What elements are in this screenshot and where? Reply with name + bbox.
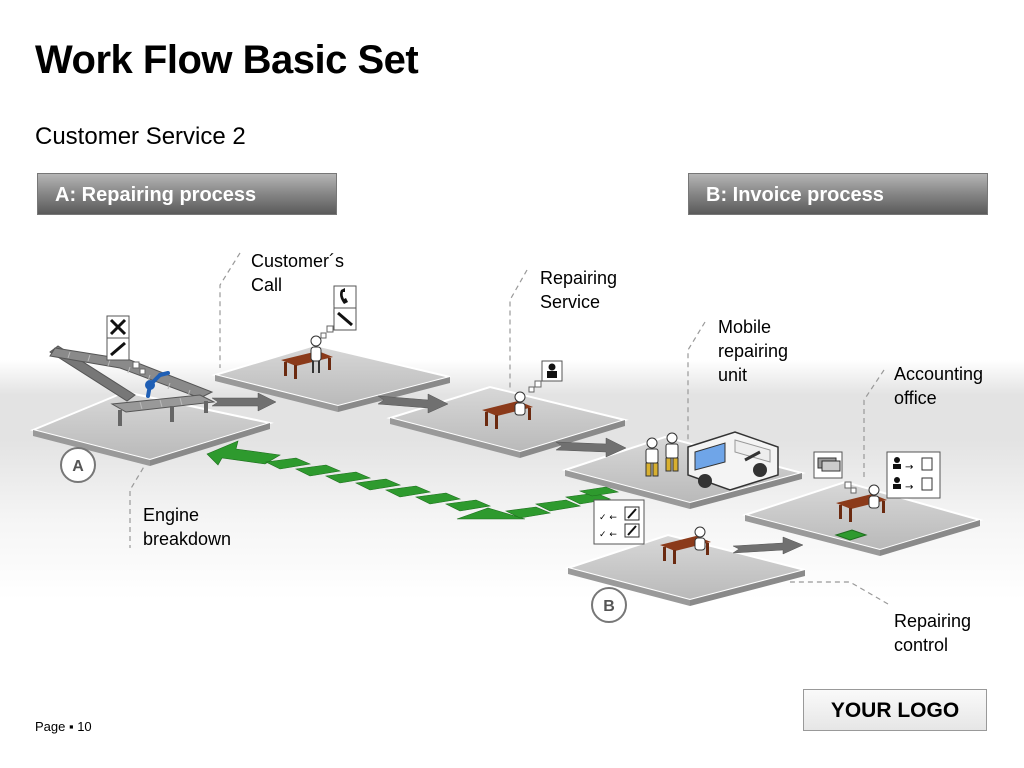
return-arrow-green [206,440,620,520]
credit-card-icon [813,451,843,479]
header-repairing-process: A: Repairing process [37,173,337,215]
wrench-icon [106,337,130,361]
arrow-to-mobile-unit [555,437,627,458]
marker-b: B [591,587,627,623]
label-accounting-office: Accounting office [894,364,984,408]
marker-a: A [60,447,96,483]
svg-text:→: → [905,462,913,473]
desk-worker-service [482,391,533,429]
assembly-line-icon [49,345,216,426]
logo-placeholder: YOUR LOGO [803,689,987,731]
svg-text:✓ ←: ✓ ← [599,513,617,523]
svg-text:→: → [905,482,913,493]
label-mobile-repairing-unit: Mobile repairing unit [718,317,789,385]
label-repairing-control: Repairing control [894,611,972,655]
platform-repairing-service [386,385,629,458]
desk-worker-call [281,335,333,379]
label-engine-breakdown: Engine breakdown [143,505,232,549]
svg-text:✓ ←: ✓ ← [599,530,617,540]
arrow-to-accounting [732,536,804,555]
phone-icon [333,285,357,309]
svg-text:A: A [72,458,84,475]
page-subtitle: Customer Service 2 [35,123,246,150]
desk-worker-accounting [834,484,887,541]
checklist-icon: ✓ ← ✓ ← [593,499,645,545]
header-invoice-process: B: Invoice process [688,173,988,215]
tools-icon [106,315,130,339]
label-customers-call: Customer´s Call [251,251,345,295]
arrow-to-repairing-service [377,393,449,414]
repair-van-icon [687,431,779,491]
platform-customers-call [211,343,451,412]
invoice-icon: → → [886,451,941,499]
wrench-icon [333,307,357,331]
platform-engine-breakdown [29,390,274,466]
desk-worker-control [660,526,711,564]
page-title: Work Flow Basic Set [35,38,419,82]
page-number: Page ▪ 10 [35,719,92,734]
label-repairing-service: Repairing Service [540,268,618,312]
robot-arm-icon [145,371,170,398]
arrow-call-from-breakdown [211,392,277,412]
mechanic-workers-icon [645,432,679,477]
svg-text:B: B [603,598,615,615]
platform-accounting-office [741,480,984,556]
platform-repairing-control [564,533,806,606]
person-icon [541,360,563,382]
